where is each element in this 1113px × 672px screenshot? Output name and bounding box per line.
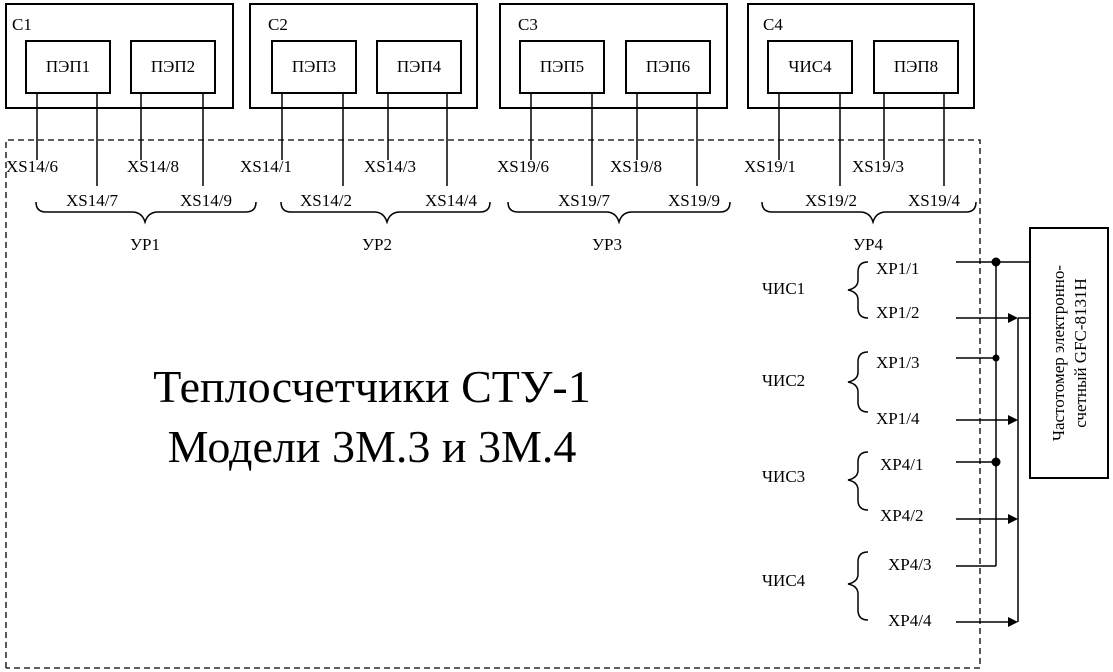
pin-label-xp1-4: XP1/4 (876, 409, 920, 428)
output-brace-chis3 (847, 451, 869, 511)
block-label-pep2: ПЭП2 (151, 57, 195, 76)
brace-ur1 (35, 201, 257, 225)
connector-label: XS19/4 (908, 191, 960, 210)
connector-label: XS19/8 (610, 157, 662, 176)
group-label-c3: С3 (518, 15, 538, 34)
group-frame-c1 (5, 3, 234, 109)
output-brace-chis2 (847, 351, 869, 413)
block-pep2 (130, 40, 216, 94)
connector-label: XS14/3 (364, 157, 416, 176)
connector-label: XS19/6 (497, 157, 549, 176)
pin-label-xp1-3: XP1/3 (876, 353, 919, 372)
group-label-c2: С2 (268, 15, 288, 34)
group-label-c4: С4 (763, 15, 783, 34)
block-pep6 (625, 40, 711, 94)
pin-label-xp4-1: XP4/1 (880, 455, 923, 474)
brace-ur4 (761, 201, 977, 225)
block-chis4 (767, 40, 853, 94)
junction-dot (991, 457, 1001, 467)
meter-label-line1: Частотомер электронно- (1049, 265, 1068, 441)
block-pep3 (271, 40, 357, 94)
connector-label: XS19/2 (805, 191, 857, 210)
sensor-group-c2: С2 ПЭП3 ПЭП4 (249, 3, 478, 109)
connector-label: XS19/7 (558, 191, 610, 210)
connector-braces (35, 201, 977, 225)
sensor-group-c3: С3 ПЭП5 ПЭП6 (499, 3, 728, 109)
connector-label: XS14/8 (127, 157, 179, 176)
pin-label-xp1-2: XP1/2 (876, 303, 919, 322)
block-label-pep1: ПЭП1 (46, 57, 90, 76)
arrow-icon (1008, 313, 1018, 323)
group-label-c1: С1 (12, 15, 32, 34)
brace-ur2 (280, 201, 491, 225)
brace-labels: УР1 УР2 УР3 УР4 (130, 235, 883, 254)
connector-label: XS19/1 (744, 157, 796, 176)
pin-label-xp4-2: XP4/2 (880, 506, 923, 525)
brace-label-ur2: УР2 (362, 235, 392, 254)
sensor-group-c1: С1 ПЭП1 ПЭП2 (5, 3, 234, 109)
output-label-chis2: ЧИС2 (762, 371, 805, 390)
connector-label: XS14/9 (180, 191, 232, 210)
arrow-icon (1008, 415, 1018, 425)
pin-label-xp4-4: XP4/4 (888, 611, 932, 630)
frequency-meter: Частотомер электронно- счетный GFC-8131Н (1029, 227, 1109, 479)
block-pep5 (519, 40, 605, 94)
output-label-chis1: ЧИС1 (762, 279, 805, 298)
block-pep4 (376, 40, 462, 94)
block-pep8 (873, 40, 959, 94)
connector-label: XS19/3 (852, 157, 904, 176)
block-pep1 (25, 40, 111, 94)
output-channels: ЧИС1 XP1/1 XP1/2 ЧИС2 XP1/3 XP1/4 ЧИС3 X… (762, 259, 932, 630)
output-brace-chis4 (847, 551, 869, 621)
block-label-pep8: ПЭП8 (894, 57, 938, 76)
output-label-chis3: ЧИС3 (762, 467, 805, 486)
group-frame-c2 (249, 3, 478, 109)
connector-labels: XS14/6 XS14/7 XS14/8 XS14/9 XS14/1 XS14/… (6, 157, 960, 210)
group-frame-c3 (499, 3, 728, 109)
block-label-pep4: ПЭП4 (397, 57, 442, 76)
brace-ur3 (507, 201, 731, 225)
block-label-pep3: ПЭП3 (292, 57, 336, 76)
meter-frame (1029, 227, 1109, 479)
sensor-group-c4: С4 ЧИС4 ПЭП8 (747, 3, 975, 109)
meter-wiring (956, 257, 1030, 627)
arrow-icon (1008, 514, 1018, 524)
output-brace-chis1 (847, 261, 869, 319)
connector-label: XS14/6 (6, 157, 58, 176)
block-label-chis4: ЧИС4 (788, 57, 832, 76)
block-label-pep6: ПЭП6 (646, 57, 690, 76)
connector-label: XS14/4 (425, 191, 477, 210)
output-label-chis4: ЧИС4 (762, 571, 806, 590)
pin-label-xp1-1: XP1/1 (876, 259, 919, 278)
connector-label: XS14/7 (66, 191, 118, 210)
pin-label-xp4-3: XP4/3 (888, 555, 931, 574)
device-boundary (5, 139, 981, 669)
brace-label-ur4: УР4 (853, 235, 883, 254)
brace-label-ur1: УР1 (130, 235, 160, 254)
arrow-icon (1008, 617, 1018, 627)
junction-dot (991, 257, 1001, 267)
connector-label: XS14/2 (300, 191, 352, 210)
group-frame-c4 (747, 3, 975, 109)
brace-label-ur3: УР3 (592, 235, 622, 254)
block-label-pep5: ПЭП5 (540, 57, 584, 76)
meter-label-line2: счетный GFC-8131Н (1071, 278, 1090, 428)
junction-dot (992, 354, 1000, 362)
connector-label: XS14/1 (240, 157, 292, 176)
device-title-line1: Теплосчетчики СТУ-1 (153, 361, 591, 412)
sensor-wires (36, 93, 945, 186)
device-title-line2: Модели 3М.3 и 3М.4 (168, 421, 577, 472)
connector-label: XS19/9 (668, 191, 720, 210)
